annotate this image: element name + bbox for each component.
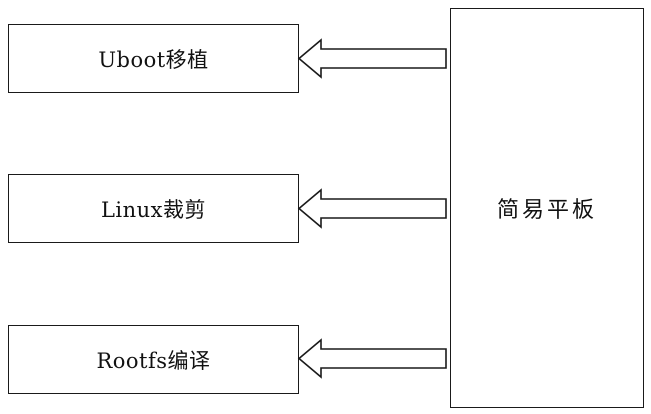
target-box-tablet: 简易平板 [450,8,644,408]
task-label-rootfs: Rootfs编译 [96,348,211,373]
task-box-uboot: Uboot移植 [8,24,299,93]
task-label-uboot: Uboot移植 [98,47,209,72]
task-box-linux: Linux裁剪 [8,174,299,243]
arrow-to-linux [297,188,447,229]
task-box-rootfs: Rootfs编译 [8,325,299,394]
task-label-linux: Linux裁剪 [100,197,207,222]
arrow-to-uboot [297,38,447,79]
target-label-tablet: 简易平板 [496,198,597,223]
arrow-to-rootfs [297,338,447,379]
